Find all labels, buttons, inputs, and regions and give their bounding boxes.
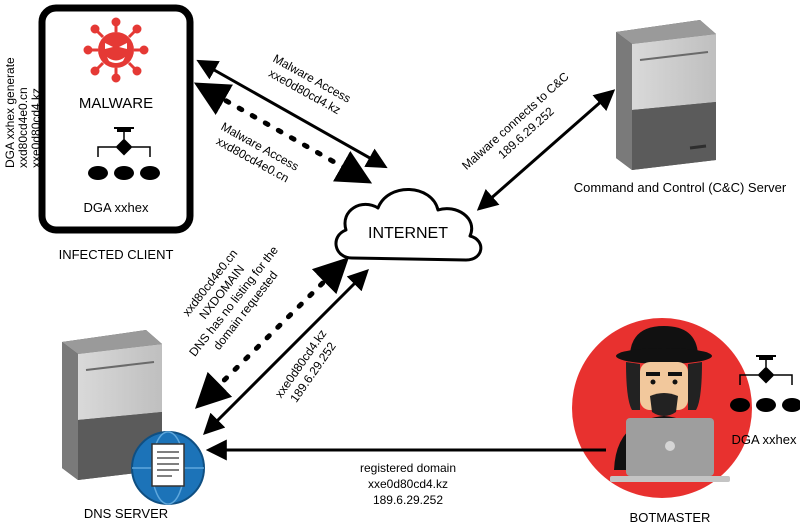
dga-note-line-2: xxd80cd4e0.cn xyxy=(16,87,30,168)
dga-generate-note: DGA xxhex generate xxd80cd4e0.cn xxe0d80… xyxy=(3,57,43,168)
client-dga-label: DGA xxhex xyxy=(83,200,149,215)
cc-server-title: Command and Control (C&C) Server xyxy=(574,180,787,195)
dga-note-line-1: DGA xxhex generate xyxy=(3,57,17,168)
connect-cc-line-1: Malware connects to C&C xyxy=(459,69,572,172)
label-dns-kz: xxe0d80cd4.kz 189.6.29.252 xyxy=(272,327,339,405)
botmaster: DGA xxhex BOTMASTER xyxy=(572,318,800,524)
infected-client-title: INFECTED CLIENT xyxy=(59,247,174,262)
registered-line-1: registered domain xyxy=(360,461,456,475)
connectors xyxy=(193,59,616,461)
label-malware-access-cn: Malware Access xxd80cd4e0.cn xyxy=(214,119,301,185)
dga-note-line-3: xxe0d80cd4.kz xyxy=(29,88,43,168)
infected-client: MALWARE DGA xxhex DGA xxhex generate xxd… xyxy=(3,4,194,262)
label-connect-cc: Malware connects to C&C 189.6.29.252 xyxy=(459,69,572,172)
botmaster-title: BOTMASTER xyxy=(630,510,711,524)
dns-server-title: DNS SERVER xyxy=(84,506,168,521)
arrow-internet-cc xyxy=(476,89,616,211)
dns-server: DNS SERVER xyxy=(62,330,205,521)
hacker-figure-icon xyxy=(610,326,730,482)
botmaster-dga-flowchart-icon xyxy=(730,355,800,412)
label-registered-domain: registered domain xxe0d80cd4.kz 189.6.29… xyxy=(360,461,456,507)
dns-globe-document-icon xyxy=(131,431,205,505)
internet-cloud: INTERNET xyxy=(334,188,483,262)
cloud-shape xyxy=(334,188,483,262)
arrow-client-internet-dotted xyxy=(193,82,373,184)
botmaster-dga-label: DGA xxhex xyxy=(731,432,797,447)
cc-server: Command and Control (C&C) Server xyxy=(574,20,787,195)
malware-label: MALWARE xyxy=(79,95,153,112)
internet-label: INTERNET xyxy=(368,225,448,242)
label-malware-access-kz: Malware Access xxe0d80cd4.kz xyxy=(266,51,353,117)
cc-server-tower xyxy=(616,20,716,170)
registered-line-3: 189.6.29.252 xyxy=(373,493,443,507)
registered-line-2: xxe0d80cd4.kz xyxy=(368,477,448,491)
label-nxdomain: xxd80cd4e0.cn NXDOMAIN DNS has no listin… xyxy=(180,243,282,359)
dns-server-tower xyxy=(62,330,162,480)
virus-icon xyxy=(83,17,149,83)
arrow-internet-dns-solid xyxy=(203,269,369,435)
